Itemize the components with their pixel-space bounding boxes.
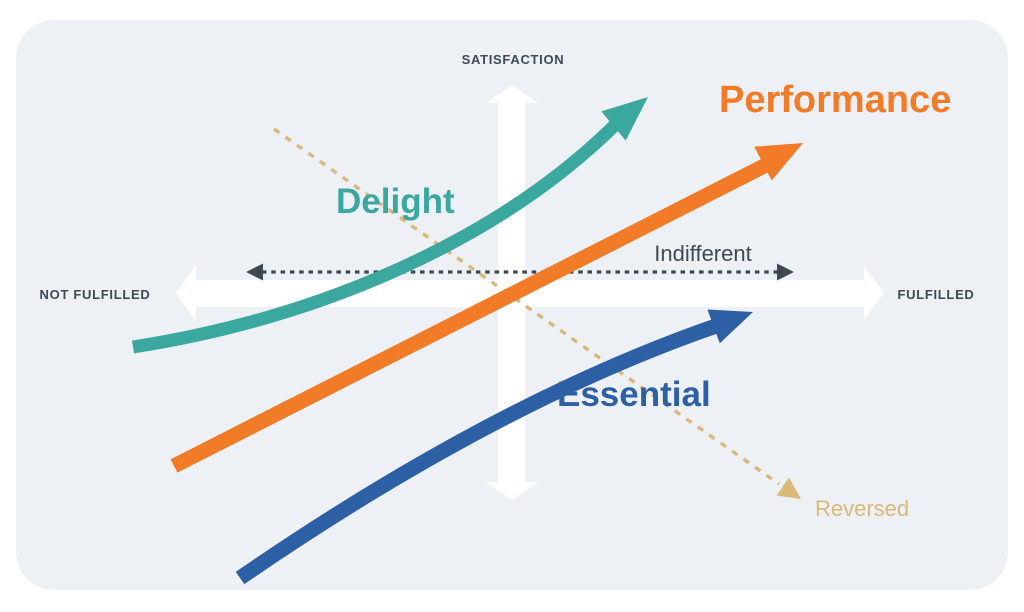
vertical-axis-down-arrowhead <box>486 482 538 500</box>
delight-arrowhead <box>601 97 648 141</box>
satisfaction-axis-label: SATISFACTION <box>461 52 565 67</box>
delight-curve <box>132 117 623 354</box>
essential-curve <box>235 318 719 585</box>
indifferent-right-arrowhead <box>777 263 794 281</box>
indifferent-left-arrowhead <box>246 263 263 281</box>
reversed-arrowhead <box>776 477 801 499</box>
essential-curve-label: Essential <box>557 375 711 414</box>
indifferent-arrowheads <box>246 263 794 281</box>
performance-curve <box>170 157 772 473</box>
delight-curve-label: Delight <box>336 182 455 221</box>
vertical-axis-up-arrowhead <box>486 85 538 103</box>
fulfilled-axis-label: FULFILLED <box>897 287 975 302</box>
essential-arrowhead <box>707 309 753 344</box>
performance-curve-label: Performance <box>719 79 952 121</box>
horizontal-axis-left-arrowhead <box>176 265 196 321</box>
reversed-line-label: Reversed <box>815 496 910 521</box>
not-fulfilled-axis-label: NOT FULFILLED <box>39 287 151 302</box>
performance-arrowhead <box>754 143 803 181</box>
reversed-line <box>273 127 780 486</box>
indifferent-line-label: Indifferent <box>654 241 752 266</box>
horizontal-axis-right-arrowhead <box>864 266 884 320</box>
